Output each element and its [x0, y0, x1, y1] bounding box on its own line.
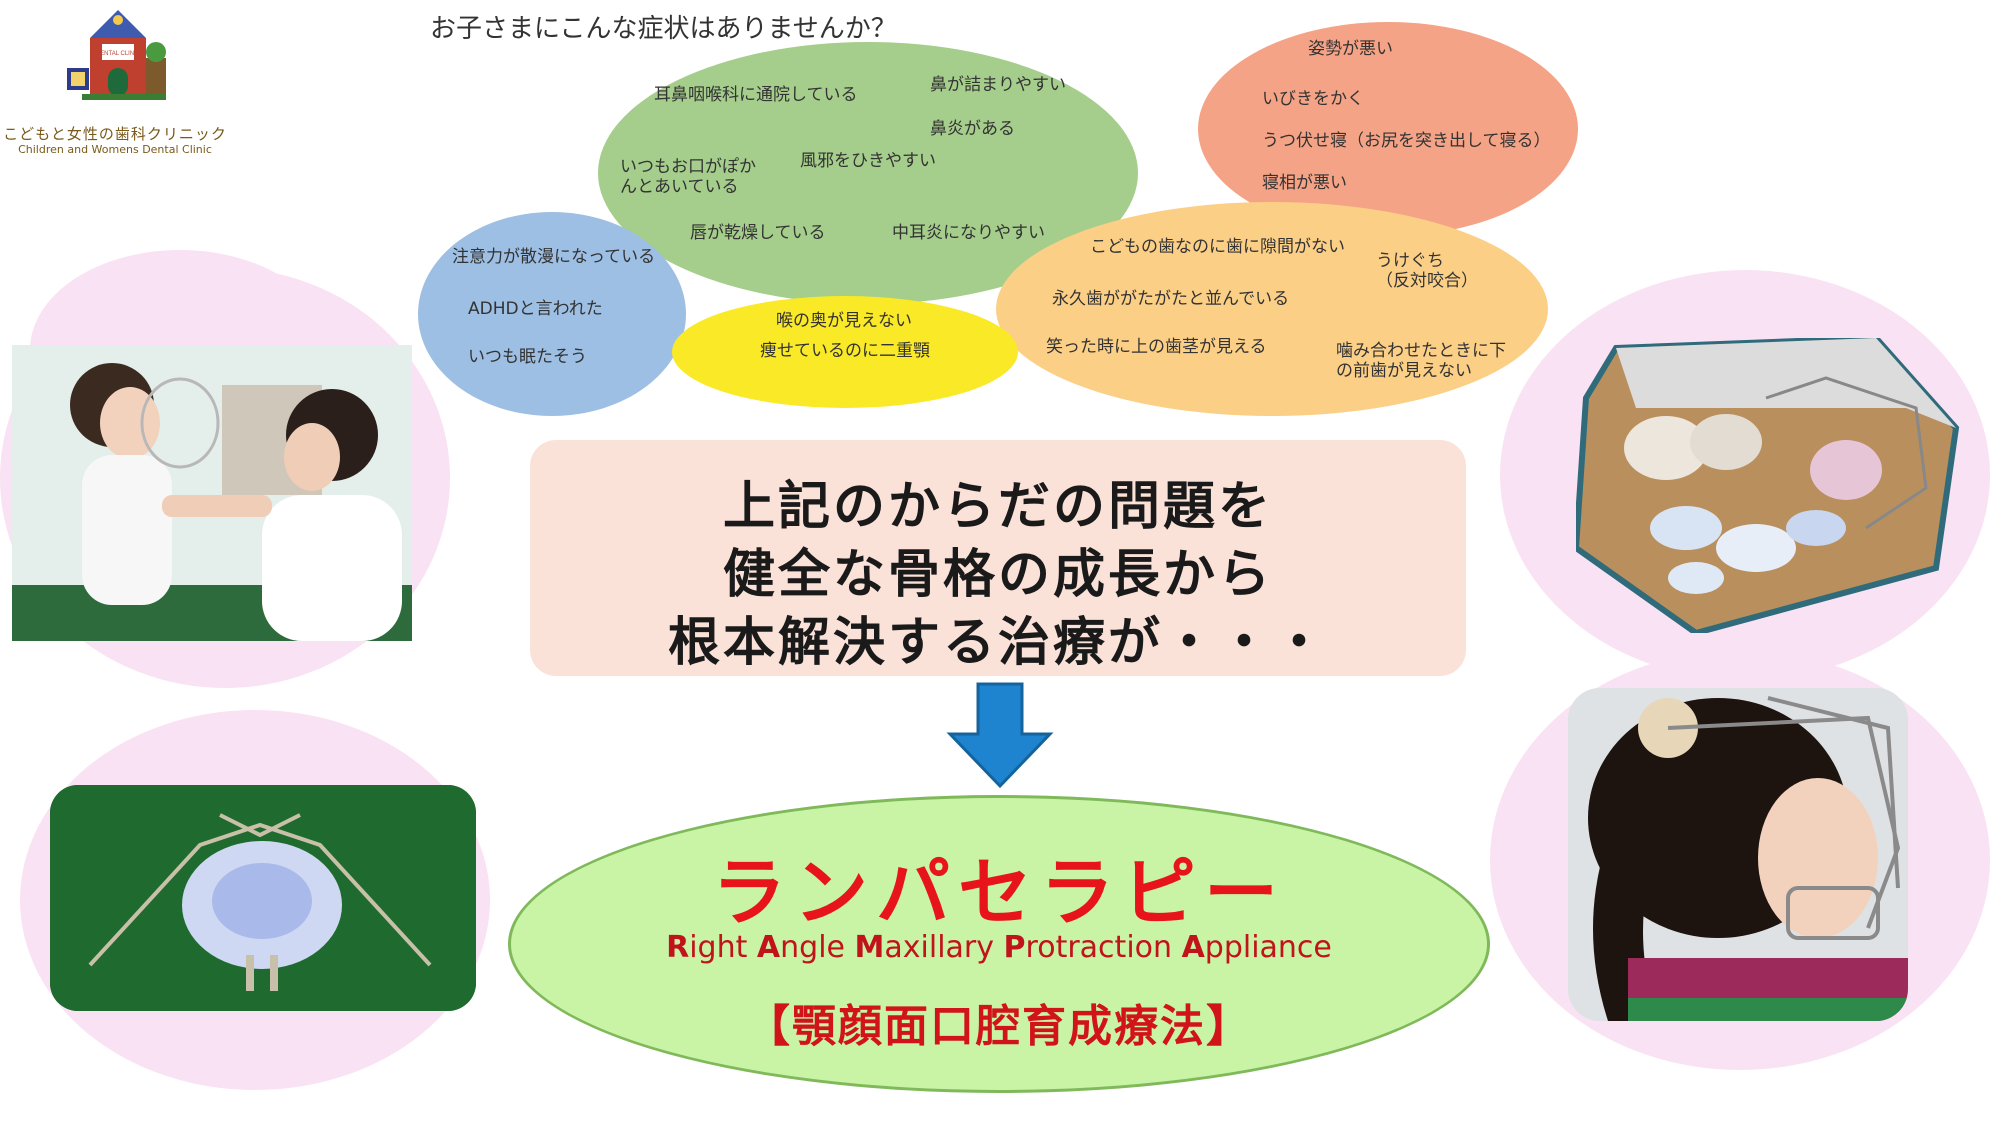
message-line: 上記のからだの問題を — [722, 477, 1273, 537]
subtitle-rest: ppliance — [1204, 930, 1332, 965]
symptom-text: いつも眠たそう — [468, 347, 587, 367]
symptom-text: こどもの歯なのに歯に隙間がない — [1090, 237, 1345, 257]
symptom-bubble-salmon — [1198, 22, 1578, 236]
logo-badge: DENTAL CLINIC — [96, 51, 141, 57]
clinic-logo-icon: DENTAL CLINIC — [67, 10, 166, 100]
symptom-text: んとあいている — [620, 177, 739, 197]
symptom-text: いつもお口がぽか — [620, 157, 756, 177]
symptom-text: 喉の奥が見えない — [776, 311, 912, 331]
symptom-bubble-orange — [996, 202, 1548, 416]
symptom-text: 寝相が悪い — [1262, 173, 1347, 193]
photo-child-facemask — [1568, 688, 1908, 1021]
symptom-text: 永久歯ががたがたと並んでいる — [1052, 289, 1290, 309]
therapy-title: ランパセラピー — [712, 850, 1286, 936]
clinic-name-jp: こどもと女性の歯科クリニック — [3, 125, 227, 143]
symptom-text: 鼻が詰まりやすい — [930, 75, 1066, 95]
symptom-text: 噛み合わせたときに下 — [1336, 341, 1506, 361]
symptom-text: 鼻炎がある — [930, 119, 1015, 139]
subtitle-initial: M — [854, 930, 885, 965]
symptom-text: ADHDと言われた — [468, 299, 603, 319]
photo-child-treatment — [12, 345, 412, 641]
subtitle-initial: R — [666, 930, 690, 965]
therapy-jp-name: 【顎顔面口腔育成療法】 — [746, 1001, 1252, 1052]
symptom-text: の前歯が見えない — [1336, 361, 1472, 381]
symptom-text: 風邪をひきやすい — [800, 151, 936, 171]
question-heading: お子さまにこんな症状はありませんか？ — [430, 14, 897, 44]
subtitle-rest: ngle — [780, 930, 855, 965]
symptom-text: （反対咬合） — [1376, 271, 1478, 291]
symptom-text: 痩せているのに二重顎 — [760, 341, 930, 361]
symptom-text: いびきをかく — [1262, 89, 1364, 109]
symptom-text: 注意力が散漫になっている — [452, 247, 656, 267]
subtitle-rest: axillary — [884, 930, 1004, 965]
symptom-text: 姿勢が悪い — [1308, 39, 1393, 59]
symptom-text: 笑った時に上の歯茎が見える — [1046, 337, 1267, 357]
subtitle-rest: rotraction — [1025, 930, 1182, 965]
symptom-text: 中耳炎になりやすい — [892, 223, 1045, 243]
subtitle-rest: ight — [689, 930, 757, 965]
subtitle-initial: A — [756, 930, 781, 965]
therapy-subtitle: Right Angle Maxillary Protraction Applia… — [508, 930, 1490, 965]
subtitle-initial: P — [1003, 930, 1026, 965]
message-line: 健全な骨格の成長から — [722, 545, 1273, 605]
symptom-bubble-yellow — [672, 296, 1018, 408]
symptom-text: 唇が乾燥している — [690, 223, 826, 243]
symptom-text: うつ伏せ寝（お尻を突き出して寝る） — [1262, 131, 1551, 151]
symptom-text: 耳鼻咽喉科に通院している — [654, 85, 858, 105]
clinic-name-en: Children and Womens Dental Clinic — [18, 143, 212, 156]
message-box: 上記のからだの問題を 健全な骨格の成長から 根本解決する治療が・・・ — [530, 440, 1466, 676]
photo-skull-models — [1576, 338, 1966, 633]
message-line: 根本解決する治療が・・・ — [667, 613, 1328, 673]
down-arrow-icon — [946, 682, 1054, 789]
symptom-bubble-blue — [418, 212, 686, 416]
symptom-text: うけぐち — [1376, 251, 1444, 271]
therapy-oval — [508, 795, 1490, 1093]
subtitle-initial: A — [1181, 930, 1205, 965]
photo-appliance — [50, 785, 476, 1011]
